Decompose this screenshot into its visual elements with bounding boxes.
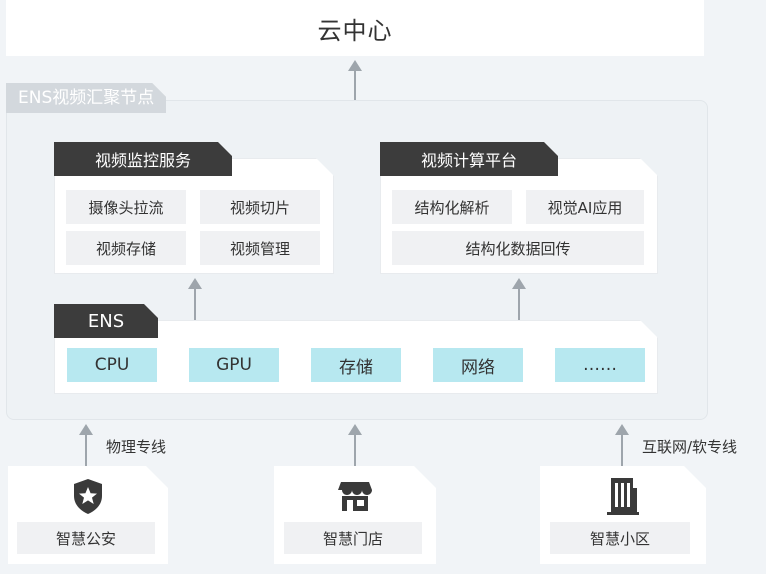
monitor-item-slicing: 视频切片 [200, 190, 320, 224]
ens-item-cpu: CPU [67, 348, 157, 382]
cloud-center-box: 云中心 [6, 0, 704, 56]
arrow-ens-to-monitor-line [194, 288, 196, 320]
arrow-police-line [85, 434, 87, 466]
arrow-ens-to-compute-line [518, 288, 520, 320]
ens-item-gpu: GPU [189, 348, 279, 382]
ens-item-storage: 存储 [311, 348, 401, 382]
arrow-store-head [348, 424, 362, 435]
arrow-community-line [621, 434, 623, 466]
arrow-ens-to-monitor-head [188, 278, 202, 289]
site-smart-store: 智慧门店 [274, 466, 436, 564]
site-smart-police: 智慧公安 [8, 466, 168, 564]
monitor-item-camera-pull: 摄像头拉流 [66, 190, 186, 224]
arrow-community-head [615, 424, 629, 435]
monitor-item-storage: 视频存储 [66, 231, 186, 265]
ens-node-title: ENS视频汇聚节点 [6, 83, 166, 113]
arrow-to-cloud-line [354, 70, 356, 102]
video-compute-title: 视频计算平台 [380, 142, 558, 176]
site-smart-community: 智慧小区 [540, 466, 706, 564]
compute-item-parsing: 结构化解析 [392, 190, 512, 224]
site-label-community: 智慧小区 [550, 522, 690, 554]
compute-item-vision-ai: 视觉AI应用 [526, 190, 644, 224]
arrow-ens-to-compute-head [512, 278, 526, 289]
ens-item-more: …… [555, 348, 645, 382]
link-label-internet: 互联网/软专线 [642, 438, 738, 456]
monitor-item-management: 视频管理 [200, 231, 320, 265]
police-badge-icon [68, 476, 108, 516]
site-label-police: 智慧公安 [17, 522, 155, 554]
arrow-police-head [79, 424, 93, 435]
site-label-store: 智慧门店 [284, 522, 422, 554]
video-monitor-title: 视频监控服务 [54, 142, 232, 176]
cloud-center-title: 云中心 [317, 16, 393, 45]
arrow-store-line [354, 434, 356, 466]
building-icon [603, 474, 643, 516]
ens-item-network: 网络 [433, 348, 523, 382]
link-label-dedicated-line: 物理专线 [106, 438, 167, 456]
arrow-to-cloud-head [348, 60, 362, 71]
ens-resource-title: ENS [54, 304, 158, 338]
store-icon [335, 476, 375, 516]
compute-item-data-return: 结构化数据回传 [392, 231, 644, 265]
